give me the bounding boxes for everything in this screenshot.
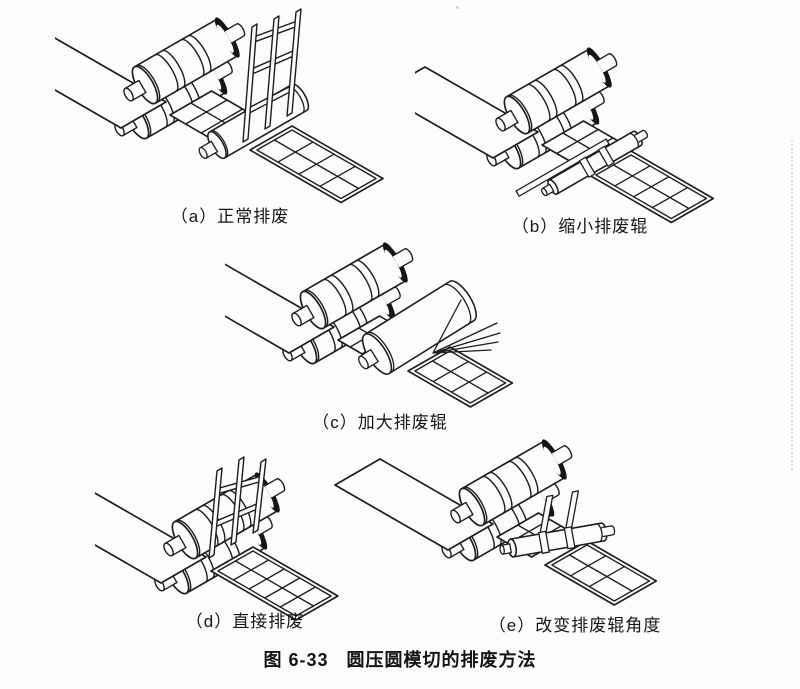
- waste-fan-lines: [432, 299, 501, 354]
- waste-ladder: [208, 456, 267, 559]
- panel-e-label: （e）改变排废辊角度: [488, 616, 662, 635]
- panel-b-label: （b）缩小排废辊: [511, 217, 649, 236]
- die-cut-sheet: [407, 346, 514, 408]
- scan-edge-artifact: [791, 140, 795, 470]
- figure-number: 图 6-33: [263, 650, 329, 670]
- die-cut-sheet: [249, 125, 384, 204]
- panel-d-label: （d）直接排废: [185, 612, 305, 631]
- waste-strip: [515, 138, 610, 197]
- waste-roller-large: [358, 280, 477, 375]
- panel-e-diagram-angled-waste-roller: [334, 429, 658, 606]
- waste-ladder: [242, 8, 302, 143]
- panel-b-diagram-smaller-waste-roller: [415, 37, 715, 224]
- waste-roller-small: [515, 129, 649, 197]
- figure-title: 圆压圆模切的排废方法: [346, 650, 537, 670]
- scan-speck-artifact: [456, 6, 459, 9]
- waste-strap: [578, 156, 596, 178]
- panel-a-label: （a）正常排废: [170, 207, 290, 226]
- panel-d-diagram-direct-waste-removal: [95, 456, 339, 621]
- die-cut-sheet: [544, 540, 658, 606]
- panel-c-label: （c）加大排废辊: [312, 413, 448, 432]
- panel-a-diagram-normal-waste-removal: [55, 7, 384, 204]
- waste-strap: [538, 530, 550, 554]
- die-cut-sheet: [210, 546, 339, 621]
- waste-strap: [563, 526, 576, 550]
- figure-caption: 图 6-33 圆压圆模切的排废方法: [0, 646, 800, 672]
- waste-tail: [564, 490, 580, 531]
- waste-strap: [597, 145, 615, 167]
- waste-roller: [198, 83, 310, 160]
- waste-roller-angled: [499, 490, 616, 558]
- panel-c-diagram-larger-waste-roller: [225, 240, 514, 408]
